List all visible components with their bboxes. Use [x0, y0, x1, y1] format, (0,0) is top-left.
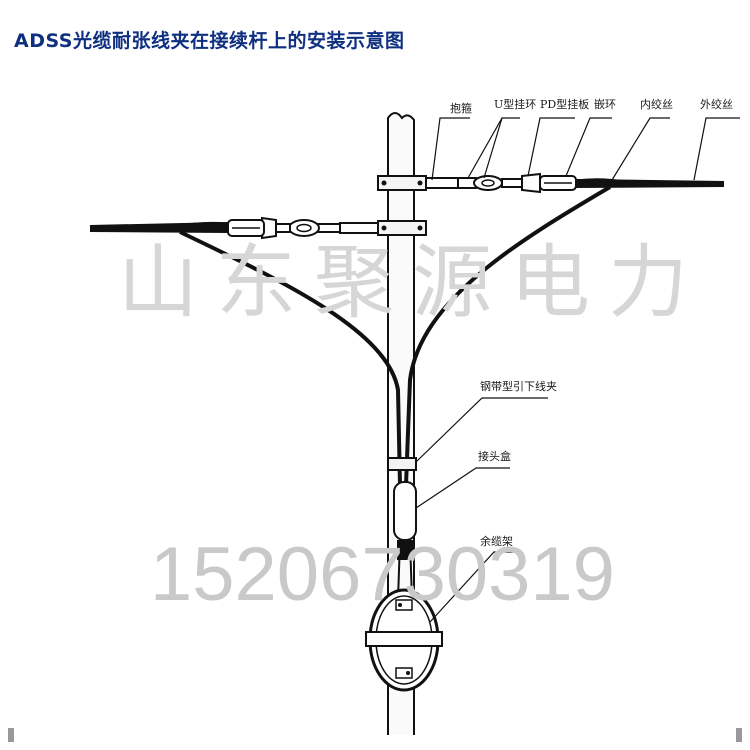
label-u-ring: U型挂环	[494, 97, 536, 111]
drop-cables	[179, 185, 612, 486]
label-hoop: 抱箍	[450, 101, 472, 115]
leader-lines	[415, 117, 740, 623]
label-spare-rack: 余缆架	[480, 534, 513, 548]
label-downlead-clamp: 钢带型引下线夹	[480, 379, 557, 393]
diagram-title: ADSS光缆耐张线夹在接续杆上的安装示意图	[14, 30, 405, 52]
left-fitting-chain	[227, 216, 341, 240]
label-outer-wire: 外绞丝	[700, 97, 733, 111]
pole	[387, 112, 415, 735]
corner-marks	[8, 728, 742, 742]
label-joint-box: 接头盒	[478, 449, 511, 463]
label-inner-wire: 内绞丝	[640, 97, 673, 111]
watermark-company: 山东聚源电力	[118, 236, 706, 329]
label-pd-plate: PD型挂板	[540, 97, 589, 111]
downlead-clamp	[387, 457, 417, 471]
right-fitting-chain	[457, 172, 577, 194]
upper-hoop	[377, 175, 461, 191]
adss-cables	[90, 178, 724, 233]
label-thimble: 嵌环	[594, 98, 616, 111]
spare-cable-rack	[365, 588, 443, 692]
lower-hoop	[339, 220, 427, 236]
watermark-phone: 15206730319	[150, 532, 615, 617]
